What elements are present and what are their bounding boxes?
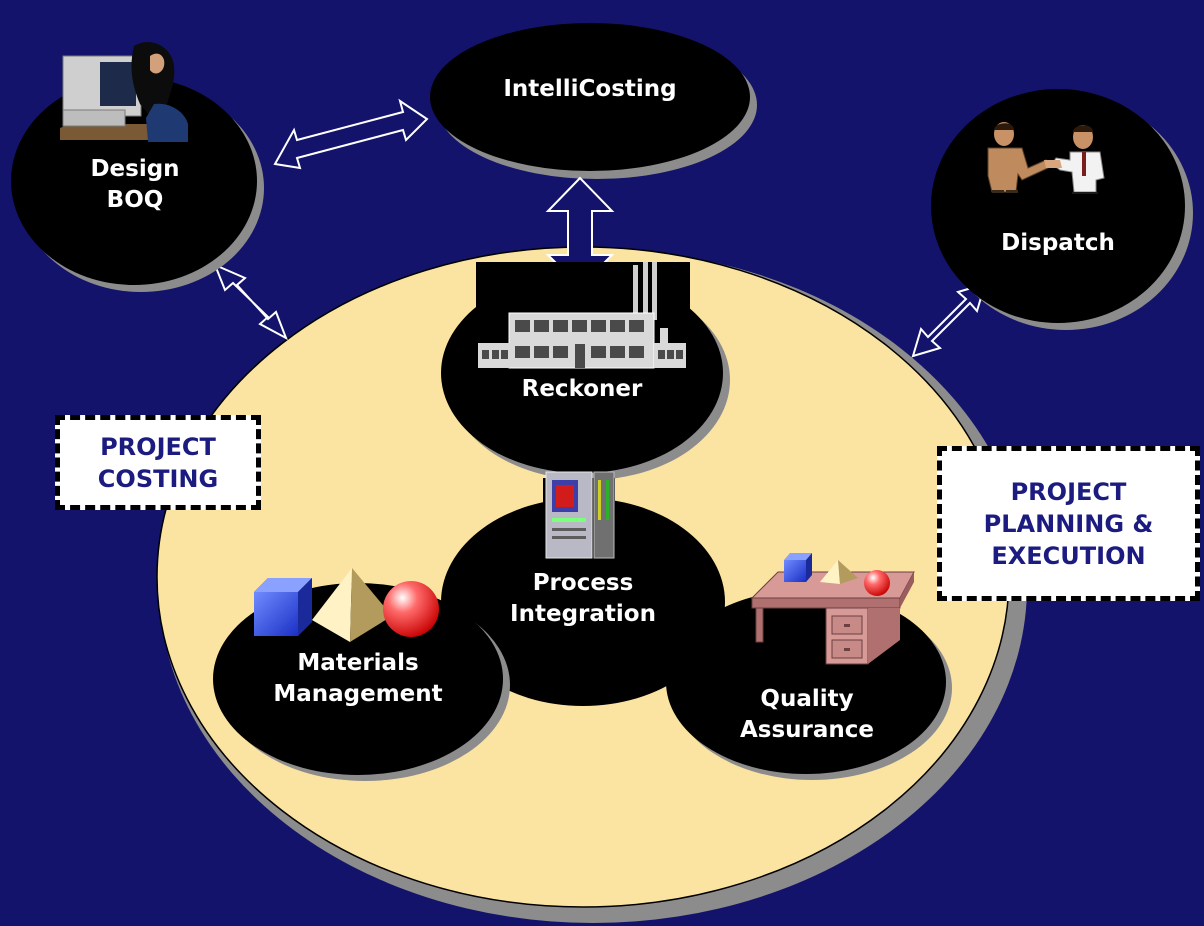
node-label-quality-assurance: Quality Assurance xyxy=(739,686,875,743)
factory-icon xyxy=(478,262,686,369)
node-label-materials-management: Materials Management xyxy=(273,650,443,707)
node-label-design-boq: Design BOQ xyxy=(90,156,180,213)
node-label-process-integration: Process Integration xyxy=(510,570,656,627)
person-at-computer-icon xyxy=(60,42,188,142)
arrow-dispatch-platform xyxy=(911,282,987,358)
arrow-design-intellicosting xyxy=(273,98,429,170)
project-planning-execution-box: PROJECT PLANNING & EXECUTION xyxy=(937,446,1200,601)
node-intellicosting xyxy=(430,23,757,179)
handshake-icon xyxy=(987,122,1105,194)
shapes-cube-pyramid-sphere-icon xyxy=(254,568,439,642)
node-label-intellicosting: IntelliCosting xyxy=(503,76,677,102)
node-label-dispatch: Dispatch xyxy=(1001,230,1115,256)
desk-with-shapes-icon xyxy=(750,553,915,665)
server-rack-icon xyxy=(543,471,615,559)
node-process-integration xyxy=(441,498,725,706)
node-label-reckoner: Reckoner xyxy=(521,376,643,402)
project-costing-box: PROJECT COSTING xyxy=(55,415,261,510)
arrow-design-platform xyxy=(213,263,288,341)
